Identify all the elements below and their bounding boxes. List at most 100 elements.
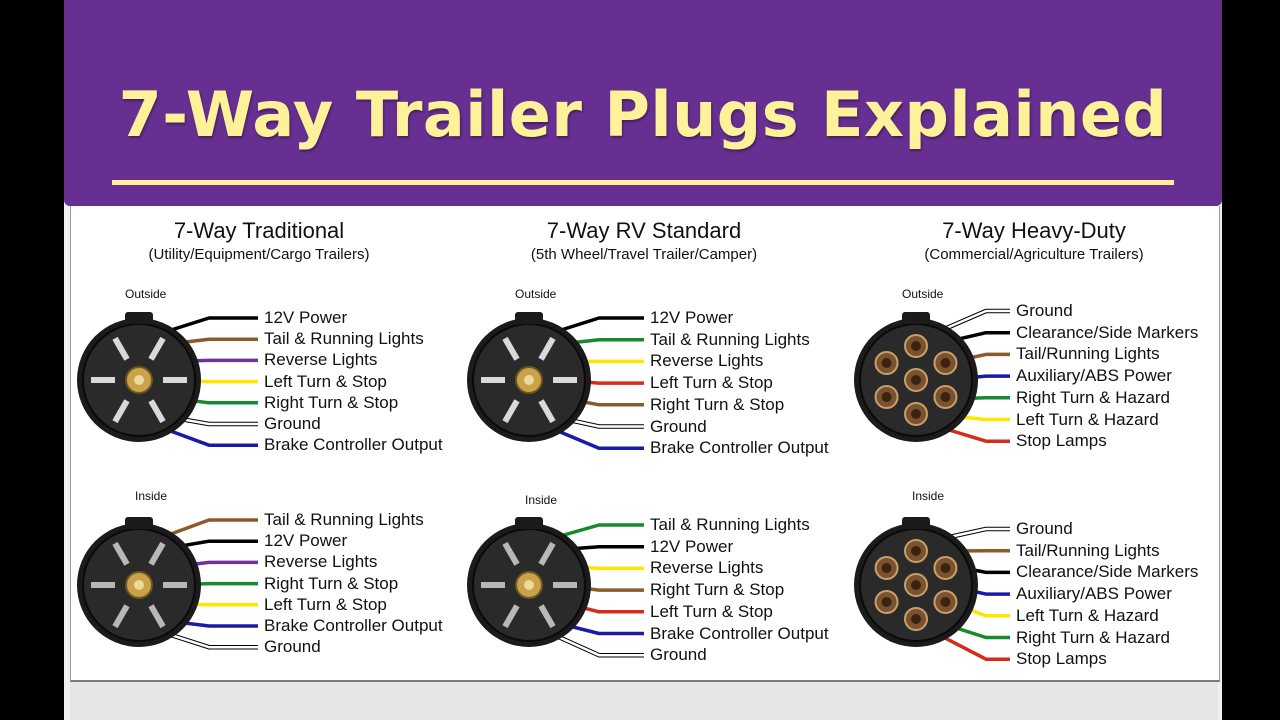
wire-label: Left Turn & Stop: [650, 373, 773, 393]
wire-label: Ground: [1016, 519, 1073, 538]
wire-label: Reverse Lights: [264, 350, 378, 370]
inside-plug-blade: [91, 582, 115, 588]
outside-plug-blade: [148, 336, 166, 361]
wire-label: Auxiliary/ABS Power: [1016, 584, 1172, 604]
inside-plug-center-pin-tip: [524, 580, 534, 590]
wire-label: 12V Power: [650, 308, 734, 327]
wire-label: Left Turn & Stop: [264, 371, 387, 391]
wire-label: Tail/Running Lights: [1016, 540, 1160, 560]
outside-plug-socket-hole: [940, 358, 951, 368]
outside-plug-blade: [91, 377, 115, 383]
wire-label: Left Turn & Hazard: [1016, 605, 1159, 625]
wire-label: Left Turn & Stop: [650, 601, 773, 621]
wire-label: Tail & Running Lights: [264, 329, 424, 349]
title-banner: 7-Way Trailer Plugs Explained: [64, 0, 1222, 206]
inside-plug-socket-hole: [881, 563, 892, 573]
column-subtitle: (5th Wheel/Travel Trailer/Camper): [530, 246, 758, 263]
letterbox-edge: [1222, 0, 1280, 720]
wire-label: Tail & Running Lights: [264, 510, 424, 529]
diagram-panel: [70, 206, 1220, 682]
outside-plug-blade: [502, 399, 520, 424]
wire-label: Tail & Running Lights: [650, 515, 810, 534]
outside-plug-socket-hole: [881, 358, 892, 368]
outside-plug-blade: [502, 336, 520, 361]
outside-plug-center-hole: [911, 375, 921, 385]
wire-label: Clearance/Side Markers: [1016, 322, 1199, 342]
wire-label: Stop Lamps: [1016, 649, 1107, 669]
wire-label: Right Turn & Hazard: [1016, 387, 1171, 407]
video-frame: 7-Way Trailer Plugs Explained 7-Way Trad…: [64, 0, 1222, 720]
inside-plug-key: [515, 517, 543, 529]
inside-label: Inside: [525, 493, 558, 507]
inside-plug-socket-hole: [911, 546, 921, 556]
column-subtitle: (Utility/Equipment/Cargo Trailers): [148, 246, 370, 263]
wire-label: Ground: [264, 414, 321, 433]
outside-plug-blade: [112, 399, 130, 424]
wire-label: Left Turn & Hazard: [1016, 409, 1159, 429]
inside-plug-key: [125, 517, 153, 529]
outside-label: Outside: [515, 287, 557, 301]
inside-plug-blade: [538, 541, 556, 566]
wire-label: 12V Power: [264, 531, 348, 551]
inside-plug-socket-hole: [881, 597, 892, 607]
inside-plug-blade: [538, 604, 556, 629]
inside-plug-blade: [112, 541, 130, 566]
wire-label: Auxiliary/ABS Power: [1016, 366, 1172, 386]
wire-label: Ground: [264, 637, 321, 657]
outside-plug-socket-hole: [881, 392, 892, 402]
column-subtitle: (Commercial/Agriculture Trailers): [924, 246, 1144, 263]
wire-label: Reverse Lights: [650, 558, 764, 578]
wire-label: Brake Controller Output: [264, 616, 443, 635]
inside-plug-socket-hole: [940, 597, 951, 607]
outside-plug-blade: [163, 377, 187, 383]
wire-label: Brake Controller Output: [650, 623, 829, 643]
wire-label: Ground: [1016, 301, 1073, 320]
wire-label: Clearance/Side Markers: [1016, 562, 1199, 582]
inside-plug-blade: [502, 604, 520, 629]
wire-label: Tail & Running Lights: [650, 329, 810, 349]
wire-label: Right Turn & Stop: [264, 392, 399, 412]
inside-plug-blade: [148, 604, 166, 629]
inside-plug-blade: [481, 582, 505, 588]
wire-label: Brake Controller Output: [264, 435, 443, 455]
outside-plug-blade: [538, 336, 556, 361]
wire-label: Left Turn & Stop: [264, 594, 387, 614]
inside-plug-blade: [112, 604, 130, 629]
page-title: 7-Way Trailer Plugs Explained: [118, 78, 1168, 151]
wire-label: 12V Power: [264, 308, 348, 327]
column-header: 7-Way Heavy-Duty (Commercial/Agriculture …: [864, 218, 1204, 263]
wire-label: 12V Power: [650, 536, 734, 556]
inside-plug-key: [902, 517, 930, 529]
wire-label: Right Turn & Stop: [264, 573, 399, 593]
title-underline: [112, 180, 1174, 185]
outside-plug-socket-hole: [911, 409, 921, 419]
outside-label: Outside: [902, 287, 944, 301]
wire-label: Right Turn & Hazard: [1016, 627, 1171, 647]
wire-label: Reverse Lights: [264, 552, 378, 572]
inside-plug-socket-hole: [911, 614, 921, 624]
wire-label: Ground: [650, 416, 707, 436]
outside-plug-blade: [481, 377, 505, 383]
outside-plug-center-pin-tip: [524, 375, 534, 385]
column-header: 7-Way Traditional(Utility/Equipment/Carg…: [89, 218, 429, 263]
column-title: 7-Way RV Standard: [546, 218, 742, 243]
inside-plug-blade: [163, 582, 187, 588]
inside-label: Inside: [912, 489, 945, 503]
outside-plug-socket-hole: [940, 392, 951, 402]
wire-label: Ground: [650, 645, 707, 665]
wire-label: Tail/Running Lights: [1016, 344, 1160, 364]
outside-plug-center-pin-tip: [134, 375, 144, 385]
wire-label: Right Turn & Stop: [650, 580, 785, 600]
wiring-diagram: [77, 308, 1010, 661]
wire-label: Brake Controller Output: [650, 438, 829, 458]
outside-plug-blade: [553, 377, 577, 383]
inside-plug-center-hole: [911, 580, 921, 590]
column-header: 7-Way RV Standard (5th Wheel/Travel Trail…: [474, 218, 814, 263]
outside-plug-blade: [148, 399, 166, 424]
inside-plug-blade: [502, 541, 520, 566]
inside-plug-socket-hole: [940, 563, 951, 573]
inside-label: Inside: [135, 489, 168, 503]
outside-plug-key: [515, 312, 543, 324]
inside-plug-blade: [148, 541, 166, 566]
column-title: 7-Way Heavy-Duty: [942, 218, 1126, 243]
